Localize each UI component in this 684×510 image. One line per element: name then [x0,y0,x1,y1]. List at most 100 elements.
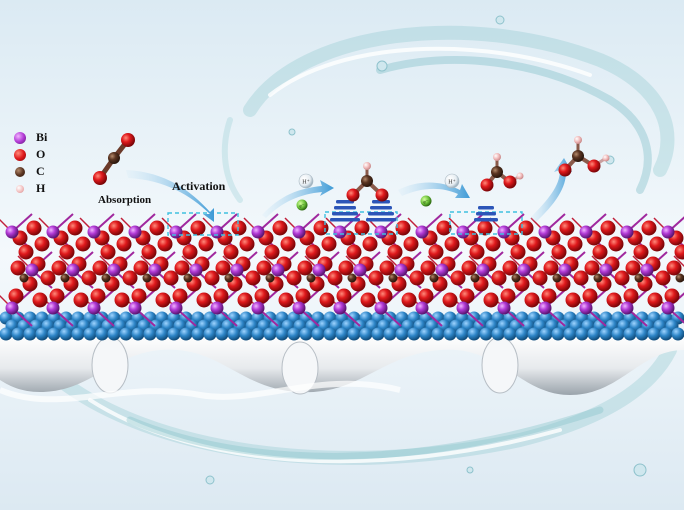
oxygen-atom [257,261,272,276]
support-atom [228,328,241,341]
oxygen-atom [68,221,83,236]
oxygen-atom [667,261,682,276]
legend-item-o: O [8,147,68,164]
carbon-atom [143,274,152,283]
bismuth-atom [580,302,593,315]
bismuth-atom [231,264,244,277]
legend-label-bi: Bi [36,130,47,145]
oxygen-atom [607,293,622,308]
support-atom [420,328,433,341]
oxygen-atom [544,261,559,276]
support-atom [108,328,121,341]
oxygen-atom [240,237,255,252]
bismuth-atom [26,264,39,277]
bismuth-atom [211,302,224,315]
oxygen-atom [101,245,116,260]
bismuth-atom [313,264,326,277]
h-atom-icon [16,185,24,193]
oxygen-atom [296,289,311,304]
support-atom [192,328,205,341]
support-atom [492,328,505,341]
bismuth-atom [416,226,429,239]
oxygen-atom [109,221,124,236]
carbon-atom [471,274,480,283]
oxygen-atom [115,293,130,308]
carbon-atom [553,274,562,283]
support-atom [264,328,277,341]
oxygen-atom [158,237,173,252]
oxygen-atom [93,261,108,276]
legend-item-h: H [8,181,68,198]
activation-label: Activation [172,179,225,194]
bismuth-atom [621,302,634,315]
oxygen-atom [50,289,65,304]
bismuth-atom [539,302,552,315]
support-atom [384,328,397,341]
support-atom [600,328,613,341]
support-atom [576,328,589,341]
bismuth-atom [88,226,101,239]
legend-item-c: C [8,164,68,181]
legend-label-o: O [36,147,45,162]
bismuth-atom [518,264,531,277]
element-legend: Bi O C H [8,130,68,198]
oxygen-atom [470,245,485,260]
oxygen-atom [11,261,26,276]
carbon-atom [348,274,357,283]
legend-item-bi: Bi [8,130,68,147]
oxygen-atom [460,289,475,304]
oxygen-atom [355,221,370,236]
support-atom [312,328,325,341]
oxygen-atom [183,245,198,260]
proton-2-label: H⁺ [448,179,456,186]
support-atom [624,328,637,341]
carbon-atom [20,274,29,283]
oxygen-atom [601,221,616,236]
oxygen-atom [609,237,624,252]
oxygen-atom [339,261,354,276]
bismuth-atom [272,264,285,277]
carbon-atom [389,274,398,283]
oxygen-atom [634,245,649,260]
support-atom [480,328,493,341]
oxygen-atom [650,237,665,252]
oxygen-atom [503,261,518,276]
carbon-atom [635,274,644,283]
oxygen-atom [445,237,460,252]
oxygen-atom [199,237,214,252]
oxygen-atom [273,221,288,236]
bismuth-atom [498,226,511,239]
oxygen-atom [238,293,253,308]
oxygen-atom [665,289,680,304]
oxygen-atom [363,237,378,252]
oxygen-atom [552,245,567,260]
bismuth-atom [375,226,388,239]
oxygen-atom [484,293,499,308]
oxygen-atom [19,245,34,260]
oxygen-atom [320,293,335,308]
oxygen-atom [35,237,50,252]
bi-atom-icon [14,132,26,144]
bismuth-atom [170,302,183,315]
support-atom [612,328,625,341]
support-atom [12,328,25,341]
bismuth-atom [190,264,203,277]
oxygen-atom [298,261,313,276]
support-atom [144,328,157,341]
carbon-atom [184,274,193,283]
oxygen-atom [566,293,581,308]
electron-1-label: e⁻ [299,204,304,210]
oxygen-atom [542,289,557,304]
bismuth-atom [334,302,347,315]
bismuth-atom [252,302,265,315]
support-atom [132,328,145,341]
oxygen-atom [421,261,436,276]
o-atom-icon [14,149,26,161]
oxygen-atom [279,293,294,308]
support-atom [540,328,553,341]
support-atom [324,328,337,341]
support-atom [96,328,109,341]
support-atom [396,328,409,341]
